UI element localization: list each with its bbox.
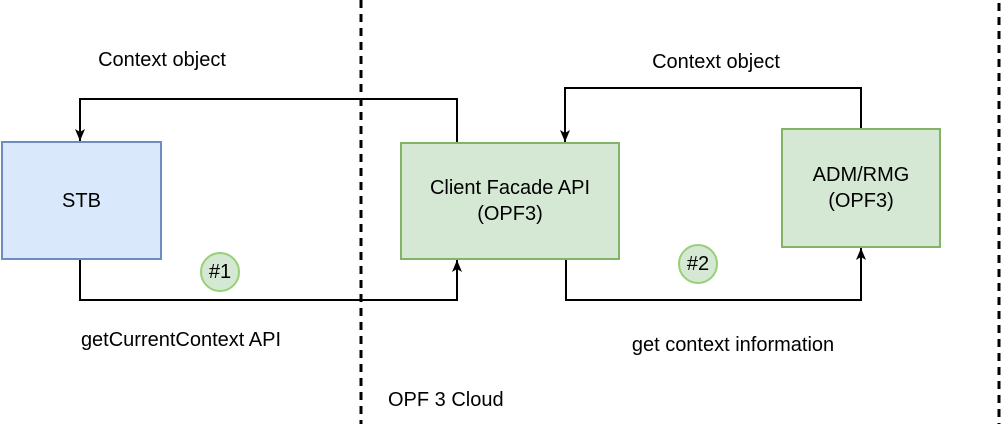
node-stb: STB	[1, 141, 162, 260]
arrow-context-object-to-client-facade	[560, 87, 862, 142]
step-badge-1: #1	[200, 252, 240, 292]
region-label-opf3-cloud: OPF 3 Cloud	[388, 389, 504, 411]
node-adm-rmg: ADM/RMG (OPF3)	[781, 128, 941, 248]
edge-label-get-context-information: get context information	[631, 334, 835, 356]
node-client-facade-label-line1: Client Facade API	[429, 177, 591, 199]
node-stb-label: STB	[62, 189, 101, 212]
node-adm-rmg-label-line2: (OPF3)	[828, 190, 894, 212]
edge-label-get-current-context-api: getCurrentContext API	[80, 329, 282, 351]
node-client-facade-label-line2: (OPF3)	[477, 203, 543, 225]
arrow-get-context-information	[565, 248, 866, 301]
edge-label-context-object-left: Context object	[98, 49, 226, 71]
arrow-get-current-context	[79, 260, 462, 301]
step-badge-2-label: #2	[686, 252, 710, 275]
node-client-facade-api: Client Facade API (OPF3)	[400, 142, 620, 260]
arrow-context-object-to-stb	[75, 98, 458, 142]
step-badge-2: #2	[678, 244, 718, 284]
step-badge-1-label: #1	[208, 260, 232, 283]
node-adm-rmg-label-line1: ADM/RMG	[812, 164, 910, 186]
edge-label-context-object-right: Context object	[652, 51, 780, 73]
